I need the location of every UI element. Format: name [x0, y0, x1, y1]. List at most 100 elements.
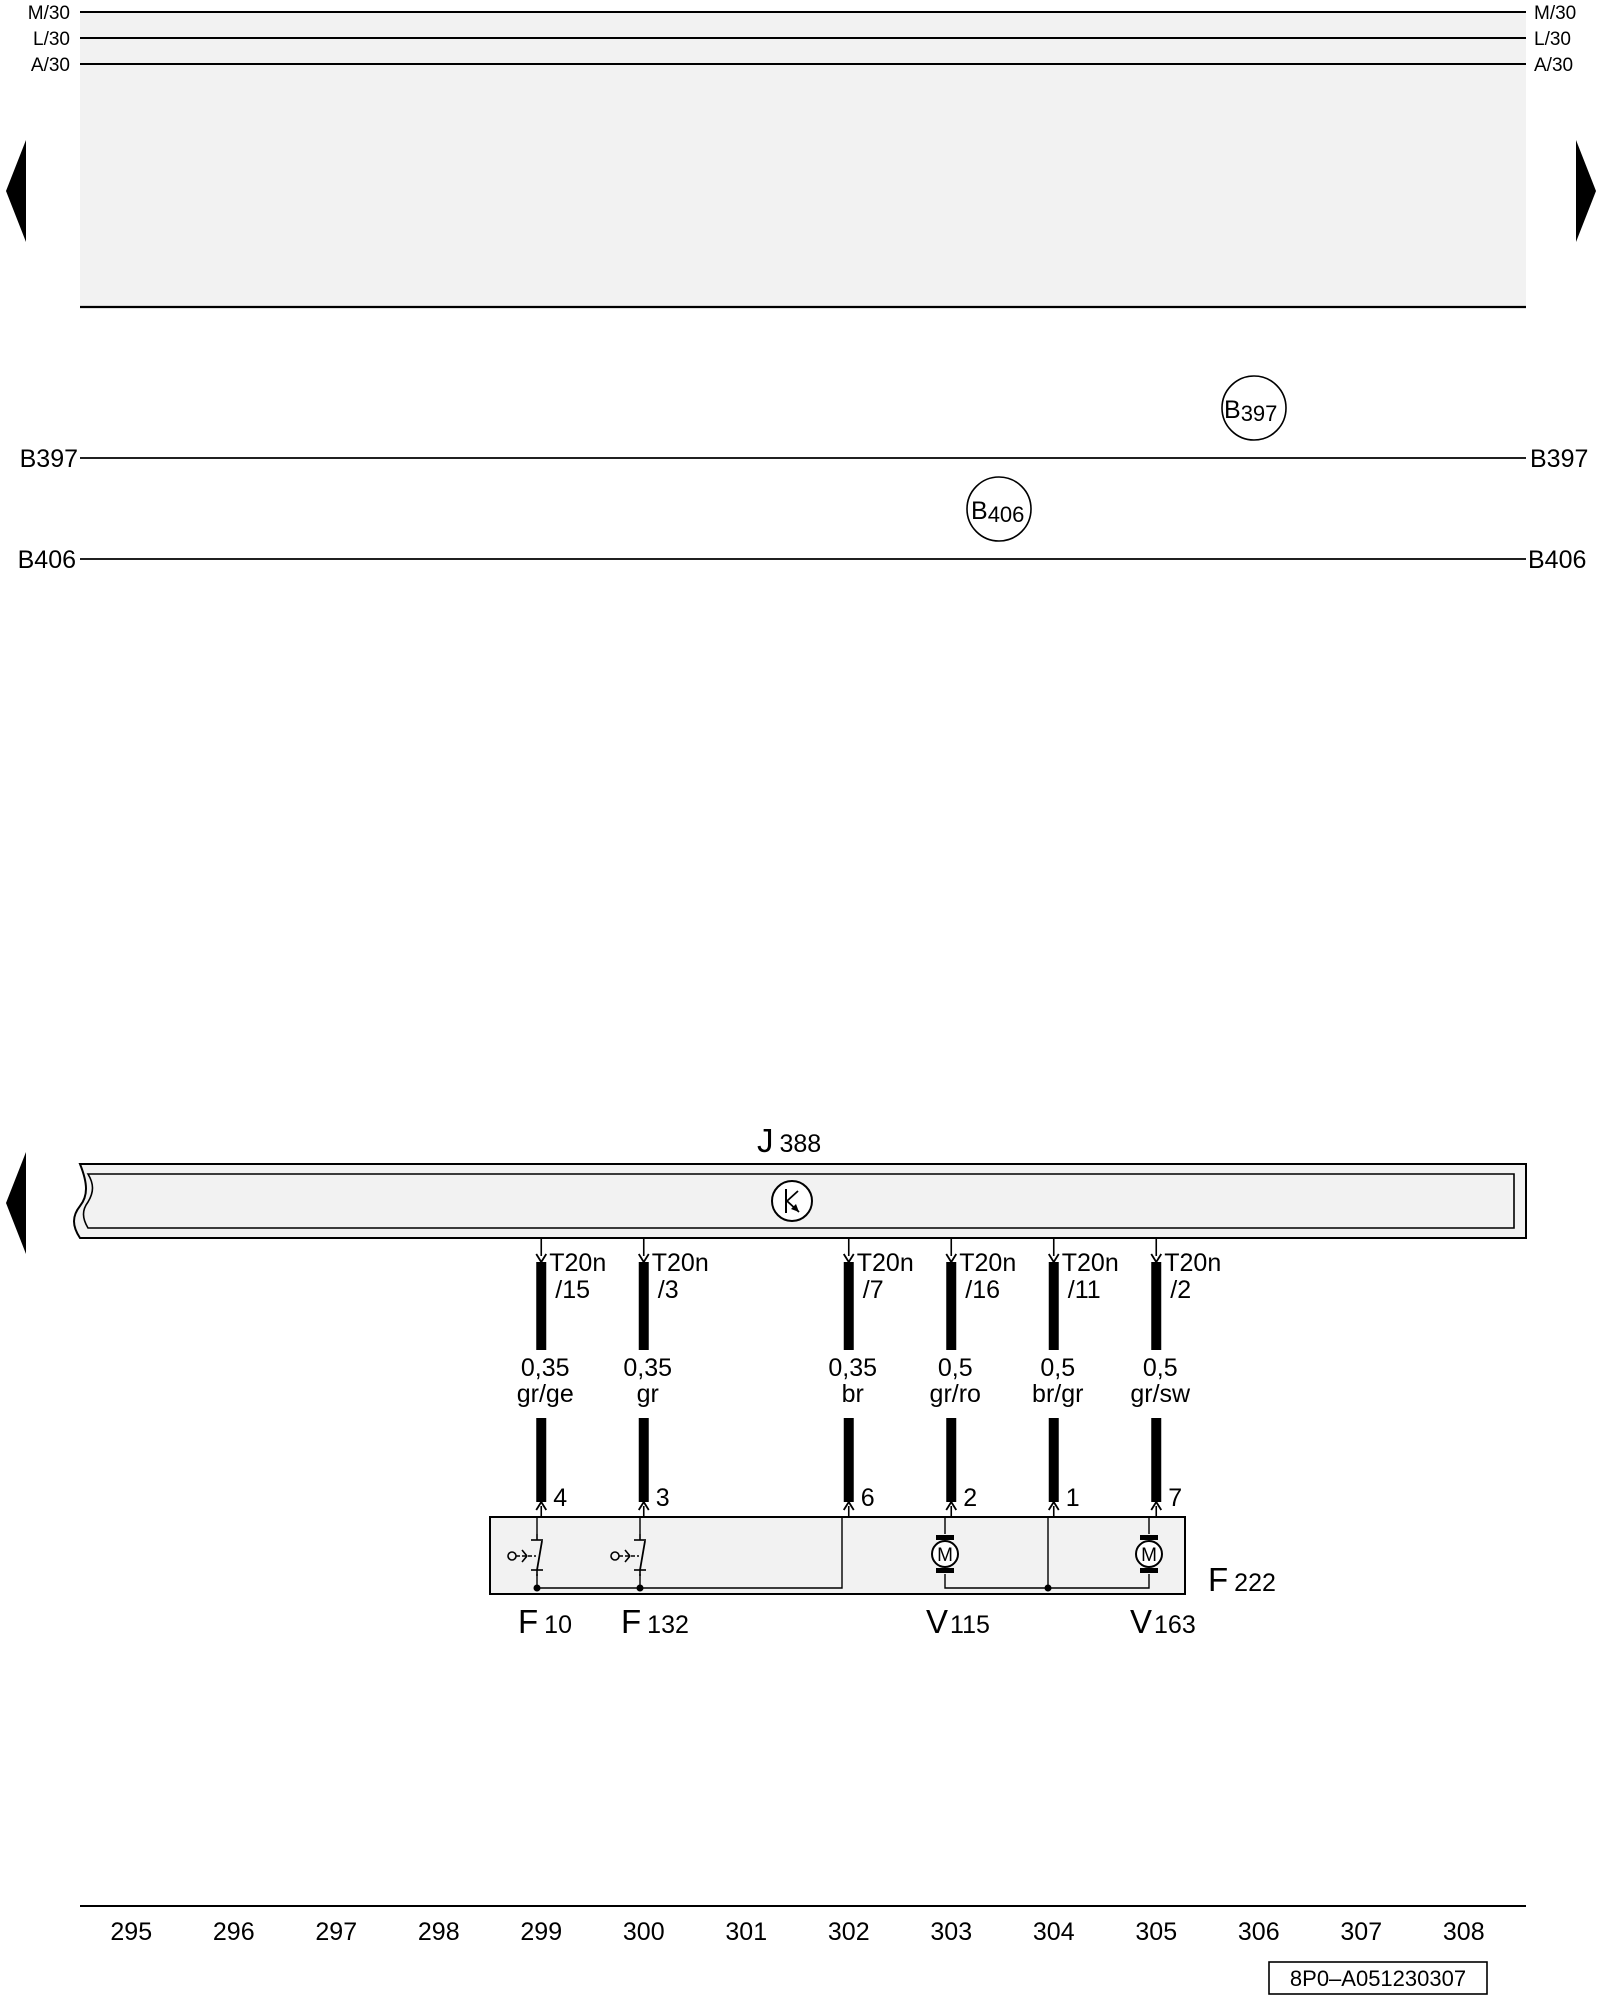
motor-icon: M: [931, 1534, 959, 1574]
connector-label: T20n: [1062, 1249, 1119, 1277]
bus-line-B406: B406 B406: [18, 546, 1587, 574]
component-label-V115: V115: [926, 1603, 990, 1640]
power-rail-panel: [80, 12, 1526, 307]
column-number: 295: [110, 1918, 152, 1946]
column-number: 303: [930, 1918, 972, 1946]
rail-label-right: M/30: [1534, 3, 1576, 24]
bus-label-left: B397: [20, 445, 78, 473]
wire-segment: [843, 1418, 854, 1502]
wire-color: gr/ge: [517, 1380, 574, 1408]
terminal-number: 1: [1066, 1484, 1080, 1512]
column-number: 301: [725, 1918, 767, 1946]
connector-label: T20n: [549, 1249, 606, 1277]
control-unit-symbol-icon: [771, 1180, 813, 1222]
rail-label-left: A/30: [31, 55, 70, 76]
wire-size: 0,35: [828, 1354, 877, 1382]
bus-line-B397: B397 B397: [20, 445, 1589, 473]
wire-segment: [536, 1418, 547, 1502]
wire-segment: [843, 1262, 854, 1350]
wire-segment: [1048, 1418, 1059, 1502]
connector-label: T20n: [1164, 1249, 1221, 1277]
connector-fork-icon: [637, 1500, 650, 1511]
terminal-number: 3: [656, 1484, 670, 1512]
column-number: 300: [623, 1918, 665, 1946]
wire-size: 0,35: [521, 1354, 570, 1382]
component-label-V163: V163: [1130, 1603, 1196, 1640]
bus-label-left: B406: [18, 546, 76, 574]
junction-dot: [1044, 1584, 1052, 1592]
connector-pin: /3: [658, 1276, 679, 1304]
column-number: 304: [1033, 1918, 1075, 1946]
wire-size: 0,5: [1040, 1354, 1075, 1382]
marker-main: B397: [1224, 396, 1277, 426]
column-number: 302: [828, 1918, 870, 1946]
connector-pin: /15: [555, 1276, 590, 1304]
wire-color: gr/ro: [930, 1380, 981, 1408]
connector-fork-icon: [535, 1500, 548, 1511]
terminal-number: 2: [963, 1484, 977, 1512]
junction-dot: [636, 1584, 644, 1592]
wire-size: 0,5: [938, 1354, 973, 1382]
wire-size: 0,35: [623, 1354, 672, 1382]
wire-segment: [536, 1262, 547, 1350]
connector-marker-B406: B406: [966, 476, 1032, 542]
wire-color: gr/sw: [1130, 1380, 1191, 1408]
connector-pin: /2: [1170, 1276, 1191, 1304]
connector-pin: /7: [863, 1276, 884, 1304]
connector-pin: /16: [965, 1276, 1000, 1304]
wire-segment: [638, 1262, 649, 1350]
rail-label-right: L/30: [1534, 29, 1571, 50]
connector-fork-icon: [842, 1500, 855, 1511]
terminal-number: 4: [553, 1484, 567, 1512]
column-number: 307: [1340, 1918, 1382, 1946]
previous-page-arrow-icon[interactable]: [6, 140, 26, 242]
motor-symbol: M: [1141, 1545, 1157, 1566]
locking-unit-F222: M M: [489, 1516, 1186, 1595]
wire-segment: [946, 1418, 957, 1502]
bus-label-right: B397: [1530, 445, 1588, 473]
connector-label: T20n: [857, 1249, 914, 1277]
column-number: 296: [213, 1918, 255, 1946]
reference-code-box: [1268, 1961, 1488, 1995]
column-number: 306: [1238, 1918, 1280, 1946]
connector-label: T20n: [959, 1249, 1016, 1277]
switch-icon: [610, 1534, 648, 1576]
wire-segment: [946, 1262, 957, 1350]
connector-fork-icon: [945, 1500, 958, 1511]
connector-fork-icon: [1150, 1500, 1163, 1511]
wire-segment: [1151, 1418, 1162, 1502]
wire-color: br: [842, 1380, 864, 1408]
column-number: 305: [1135, 1918, 1177, 1946]
connector-pin: /11: [1068, 1276, 1101, 1304]
rail-L30: L/30 L/30: [33, 29, 1571, 50]
connector-label: T20n: [652, 1249, 709, 1277]
wire-color: br/gr: [1032, 1380, 1083, 1408]
motor-symbol: M: [937, 1545, 953, 1566]
wire-color: gr: [637, 1380, 659, 1408]
wire-segment: [1048, 1262, 1059, 1350]
next-page-arrow-icon[interactable]: [1576, 140, 1596, 242]
wires-layer: T20n/150,35gr/ge4T20n/30,35gr3T20n/70,35…: [517, 1238, 1221, 1517]
rail-label-right: A/30: [1534, 55, 1573, 76]
wire-segment: [638, 1418, 649, 1502]
terminal-number: 7: [1168, 1484, 1182, 1512]
previous-page-arrow-icon[interactable]: [6, 1152, 26, 1254]
connector-marker-B397: B397: [1221, 375, 1287, 441]
rail-A30: A/30 A/30: [31, 55, 1573, 76]
bus-label-right: B406: [1528, 546, 1586, 574]
marker-main: B406: [971, 497, 1024, 527]
rail-label-left: M/30: [28, 3, 70, 24]
column-number: 298: [418, 1918, 460, 1946]
wire-w303: T20n/16 0,5gr/ro 2: [930, 1238, 1016, 1517]
reference-code: 8P0–A051230307: [1290, 1966, 1466, 1991]
column-number: 308: [1443, 1918, 1485, 1946]
junction-dot: [533, 1584, 541, 1592]
